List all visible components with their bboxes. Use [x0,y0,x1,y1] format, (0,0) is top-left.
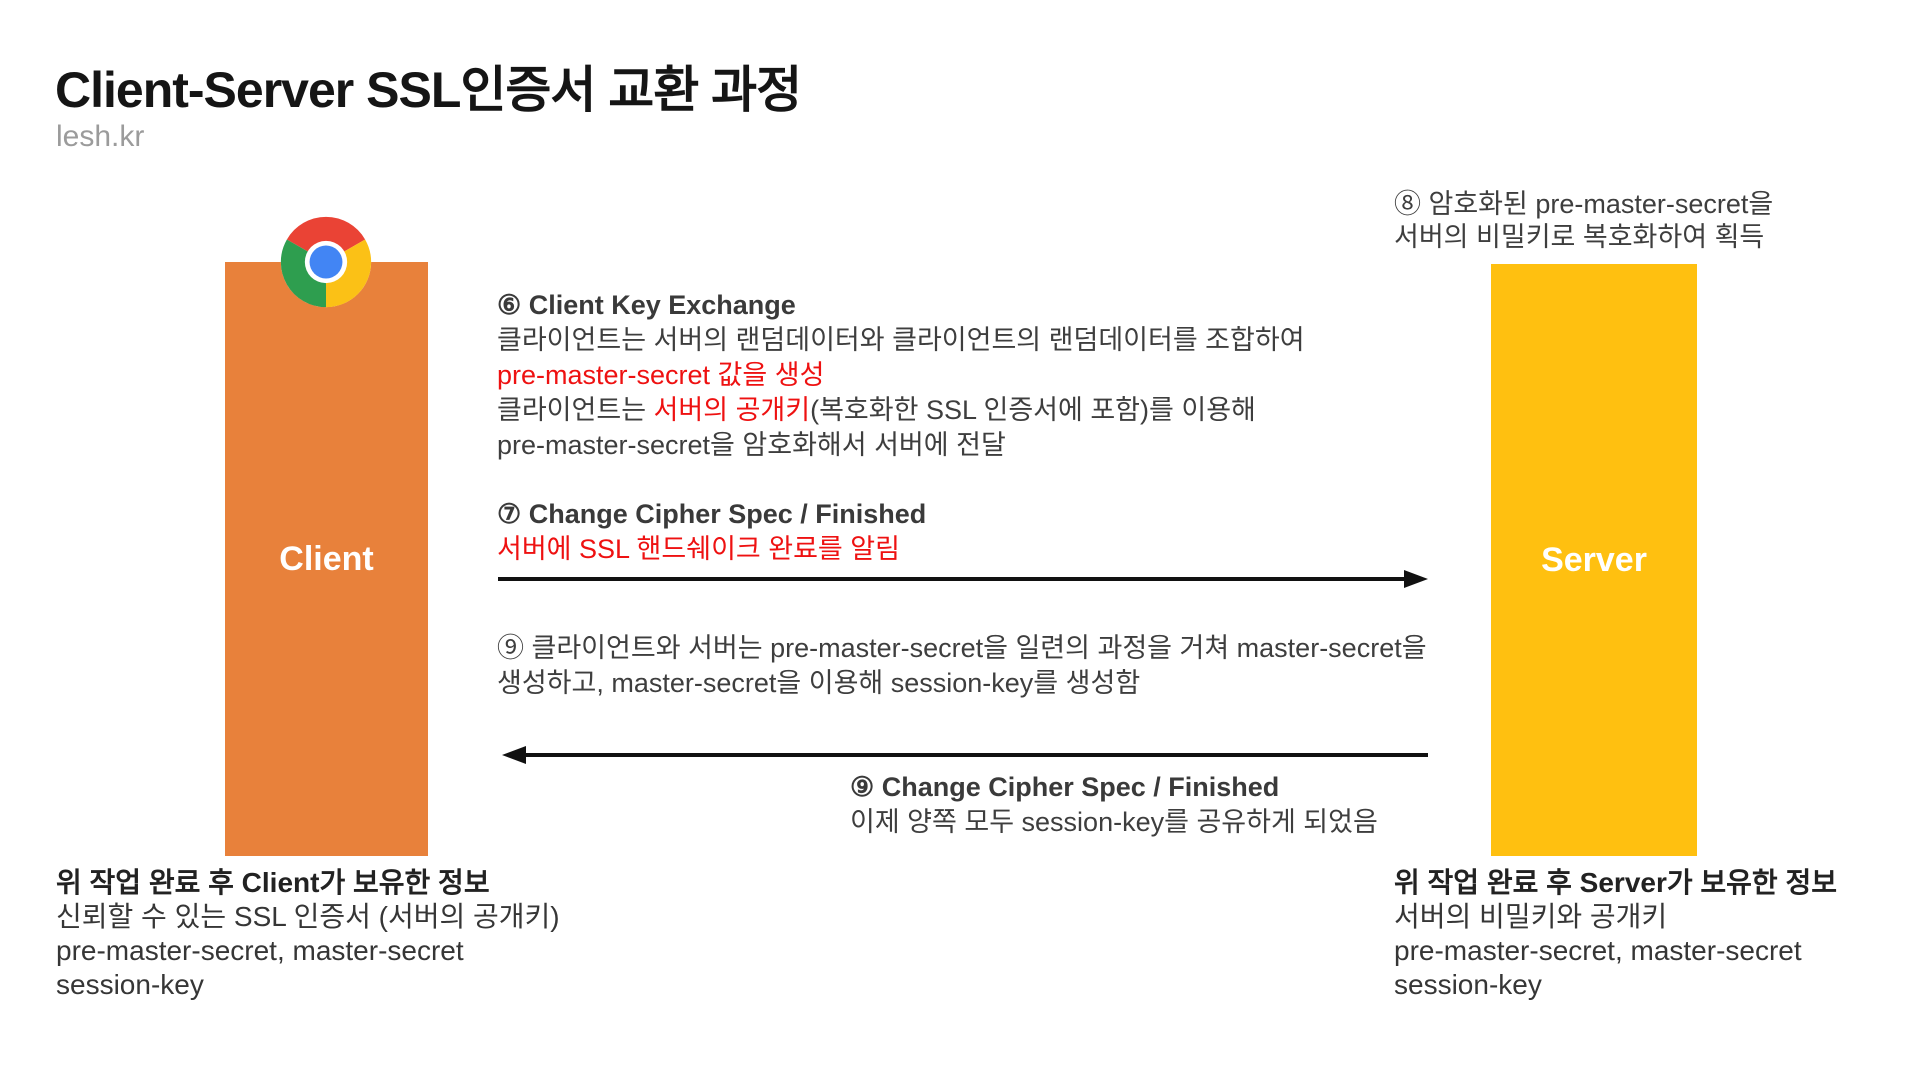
step9-exchange-line2: 생성하고, master-secret을 이용해 session-key를 생성… [497,668,1141,698]
arrow-right-icon [498,570,1428,588]
step9-exchange-line1: ⑨ 클라이언트와 서버는 pre-master-secret을 일련의 과정을 … [497,633,1427,663]
client-summary-line2: pre-master-secret, master-secret [56,935,464,966]
step8-line2: 서버의 비밀키로 복호화하여 획득 [1394,222,1765,252]
server-bar-label: Server [1541,540,1647,579]
watermark-text: lesh.kr [56,120,145,153]
page-title: Client-Server SSL인증서 교환 과정 [55,62,802,118]
step7-block: ⑦ Change Cipher Spec / Finished 서버에 SSL … [497,497,926,567]
server-summary-line3: session-key [1394,969,1542,1000]
step9-finished-heading: ⑨ Change Cipher Spec / Finished [850,772,1280,802]
client-summary-heading: 위 작업 완료 후 Client가 보유한 정보 [56,867,490,898]
client-bar-label: Client [279,539,374,578]
step6-line3-highlight: 서버의 공개키 [653,395,811,425]
step6-line4: pre-master-secret을 암호화해서 서버에 전달 [497,430,1006,460]
arrow-left-icon [502,746,1428,764]
step6-line3: 클라이언트는 서버의 공개키(복호화한 SSL 인증서에 포함)를 이용해 [497,393,1305,428]
server-summary-line1: 서버의 비밀키와 공개키 [1394,901,1668,932]
client-summary-block: 위 작업 완료 후 Client가 보유한 정보 신뢰할 수 있는 SSL 인증… [56,866,560,1002]
server-summary-heading: 위 작업 완료 후 Server가 보유한 정보 [1394,867,1837,898]
step6-line2: pre-master-secret 값을 생성 [497,360,825,390]
step6-line1: 클라이언트는 서버의 랜덤데이터와 클라이언트의 랜덤데이터를 조합하여 [497,325,1305,355]
step6-heading: ⑥ Client Key Exchange [497,290,796,320]
step9-finished-line1: 이제 양쪽 모두 session-key를 공유하게 되었음 [850,807,1378,837]
client-summary-line3: session-key [56,969,204,1000]
server-bar: Server [1491,264,1697,856]
step9-finished-block: ⑨ Change Cipher Spec / Finished 이제 양쪽 모두… [850,770,1378,840]
step8-line1: ⑧ 암호화된 pre-master-secret을 [1394,189,1774,219]
server-summary-block: 위 작업 완료 후 Server가 보유한 정보 서버의 비밀키와 공개키 pr… [1394,866,1837,1002]
step7-line1: 서버에 SSL 핸드쉐이크 완료를 알림 [497,534,900,564]
chrome-icon [280,216,372,308]
step8-note: ⑧ 암호화된 pre-master-secret을 서버의 비밀키로 복호화하여… [1394,188,1773,254]
step7-heading: ⑦ Change Cipher Spec / Finished [497,499,927,529]
client-summary-line1: 신뢰할 수 있는 SSL 인증서 (서버의 공개키) [56,901,560,932]
step6-line3-post: (복호화한 SSL 인증서에 포함)를 이용해 [810,395,1256,425]
step6-line3-pre: 클라이언트는 [497,395,654,425]
step6-block: ⑥ Client Key Exchange 클라이언트는 서버의 랜덤데이터와 … [497,288,1305,463]
client-bar: Client [225,262,428,856]
server-summary-line2: pre-master-secret, master-secret [1394,935,1802,966]
step9-exchange-block: ⑨ 클라이언트와 서버는 pre-master-secret을 일련의 과정을 … [497,631,1427,701]
